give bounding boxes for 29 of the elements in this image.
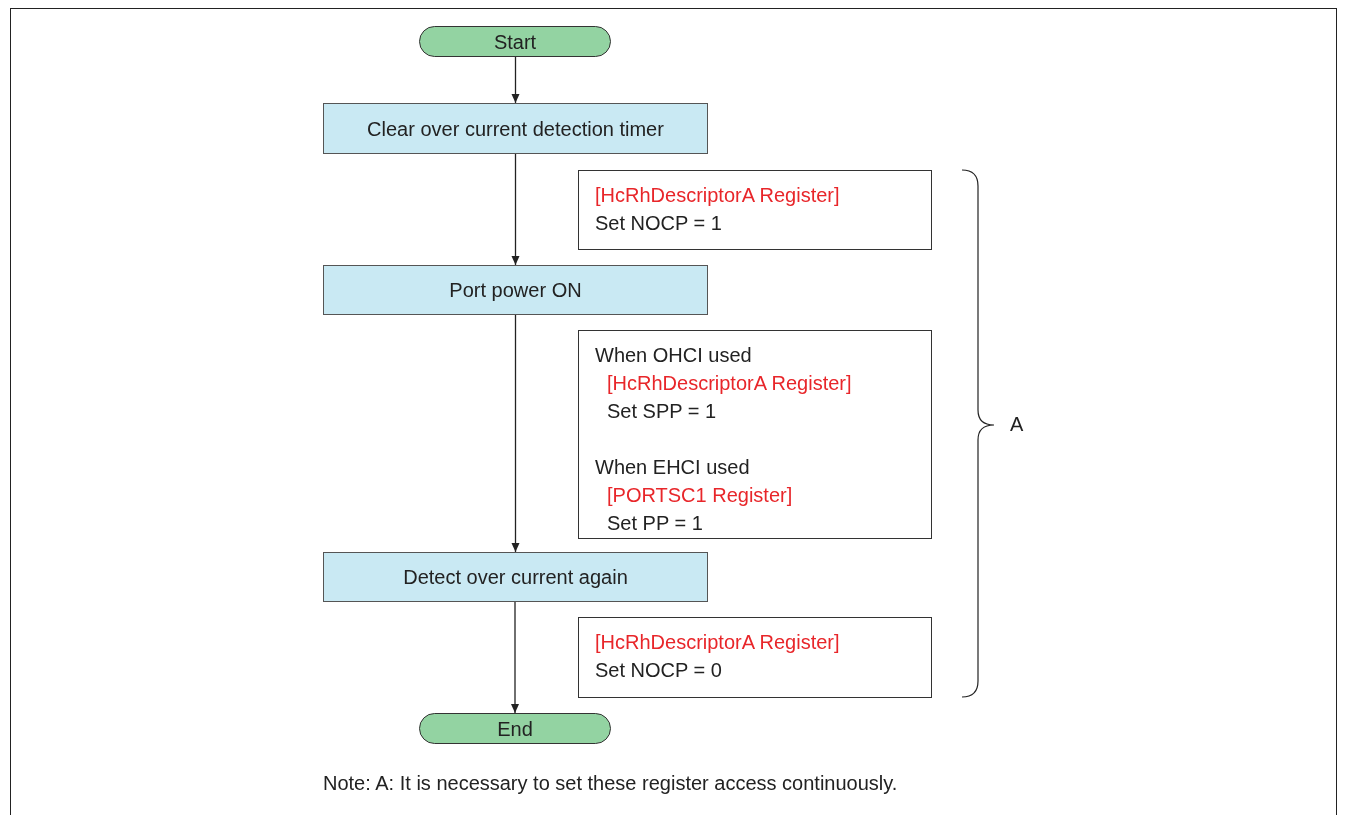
arrow: [511, 601, 519, 714]
node-text: Set SPP = 1: [606, 399, 718, 424]
brace-label: A: [1010, 413, 1024, 436]
node-text: End: [497, 716, 533, 742]
arrow: [511, 314, 520, 553]
annotation-box: [578, 617, 932, 698]
node-text: [HcRhDescriptorA Register]: [595, 630, 841, 655]
node-text: Clear over current detection timer: [367, 116, 664, 142]
annotation-box: [578, 330, 932, 539]
node-text: Port power ON: [449, 278, 582, 303]
process-box: [323, 103, 708, 154]
annotation-box: [578, 170, 932, 250]
node-text: Detect over current again: [403, 565, 628, 590]
node-text: Set NOCP = 0: [595, 658, 723, 683]
process-box: [323, 552, 708, 602]
node-text: [HcRhDescriptorA Register]: [606, 371, 853, 396]
node-text: Start: [493, 29, 537, 55]
terminal-box: [419, 26, 611, 57]
node-text: Set NOCP = 1: [595, 211, 723, 236]
process-box: [323, 265, 708, 315]
terminal-box: [419, 713, 611, 744]
arrow: [511, 153, 520, 266]
arrow: [511, 56, 520, 104]
node-text: [HcRhDescriptorA Register]: [595, 183, 841, 208]
node-text: [PORTSC1 Register]: [606, 483, 794, 508]
note-text: Note: A: It is necessary to set these register access continuously.: [323, 772, 898, 795]
node-text: When OHCI used: [595, 343, 753, 368]
node-text: When EHCI used: [595, 455, 751, 480]
node-text: Set PP = 1: [606, 511, 704, 536]
